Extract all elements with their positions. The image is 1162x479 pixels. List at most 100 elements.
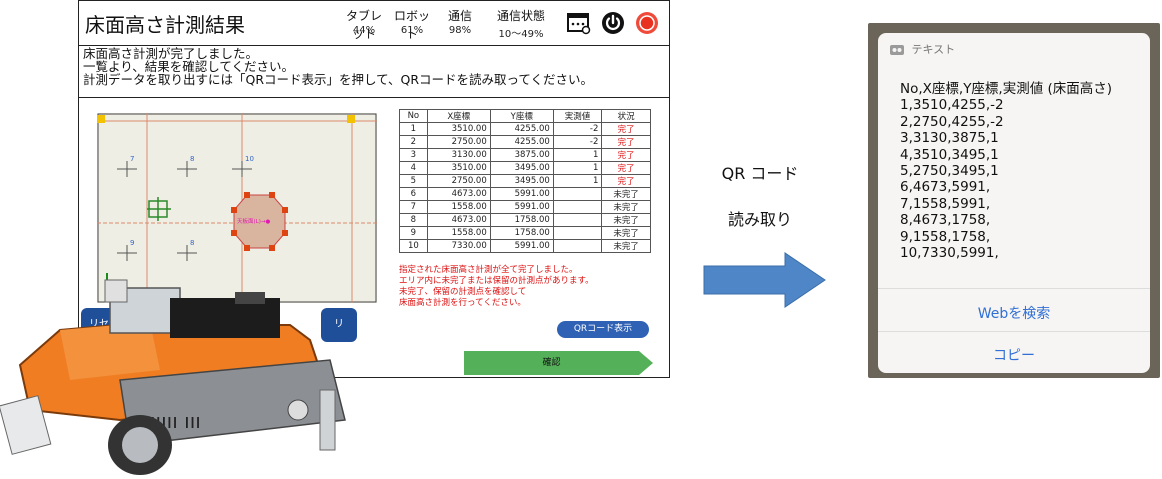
y-coordinate-cell: 5991.00: [489, 200, 554, 214]
popup-header: テキスト: [890, 41, 955, 57]
map-marker-label: 8: [190, 155, 195, 163]
message-line: 床面高さ計測が完了しました。: [83, 46, 259, 61]
measured-value-cell: [552, 213, 603, 227]
scanned-text-line: 8,4673,1758,: [900, 212, 991, 229]
row-number-cell: 10: [399, 239, 428, 253]
row-number-cell: 6: [399, 187, 428, 201]
measured-value-cell: [552, 239, 603, 253]
right-arrow-icon: [703, 252, 826, 308]
x-coordinate-cell: 2750.00: [426, 135, 491, 149]
text-icon: [890, 44, 904, 56]
y-coordinate-cell: 5991.00: [489, 187, 554, 201]
floor-plan-drawing: [97, 113, 377, 303]
status-cell: 未完了: [601, 187, 651, 201]
title-bar: 床面高さ計測結果 タブレット 44% ロボット 61% 通信 98% 通信状態 …: [79, 1, 669, 46]
measured-value-cell: -2: [552, 122, 603, 136]
map-marker-label: 7: [130, 155, 135, 163]
robot-battery-indicator: ロボット 61%: [389, 7, 435, 41]
y-coordinate-cell: 1758.00: [489, 226, 554, 240]
table-header-row: No X座標 Y座標 実測値 状況: [399, 109, 651, 123]
notice-line: 未完了、保留の計測点を確認して: [399, 287, 527, 297]
scanned-text-line: 1,3510,4255,-2: [900, 97, 1004, 114]
status-cell: 完了: [601, 135, 651, 149]
x-coordinate-cell: 1558.00: [426, 226, 491, 240]
map-marker-label: 8: [190, 239, 195, 247]
status-message: 床面高さ計測が完了しました。 一覧より、結果を確認してください。 計測データを取…: [83, 47, 663, 86]
power-icon[interactable]: [601, 11, 625, 35]
measured-value-cell: [552, 187, 603, 201]
x-coordinate-cell: 2750.00: [426, 174, 491, 188]
comm-value: 10〜49%: [498, 29, 544, 40]
scanned-text-line: 5,2750,3495,1: [900, 163, 999, 180]
scanned-text-line: 7,1558,5991,: [900, 195, 991, 212]
row-number-cell: 4: [399, 161, 428, 175]
y-coordinate-cell: 3495.00: [489, 161, 554, 175]
comm-icon: 通信状態: [496, 9, 545, 23]
signal-value: 98%: [448, 25, 472, 36]
measured-value-cell: 1: [552, 161, 603, 175]
scanned-text-line: 6,4673,5991,: [900, 179, 991, 196]
measured-value-cell: [552, 226, 603, 240]
scanned-text-line: 9,1558,1758,: [900, 228, 991, 245]
x-coordinate-cell: 3510.00: [426, 161, 491, 175]
notice-line: エリア内に未完了または保留の計測点があります。: [399, 276, 594, 286]
row-number-cell: 1: [399, 122, 428, 136]
y-coordinate-cell: 3875.00: [489, 148, 554, 162]
status-indicators: タブレット 44% ロボット 61% 通信 98% 通信状態 10〜49%: [341, 7, 551, 43]
page-title: 床面高さ計測結果: [85, 13, 245, 37]
popup-header-label: テキスト: [911, 43, 956, 56]
column-header: 状況: [601, 109, 651, 123]
copy-button[interactable]: コピー: [993, 348, 1035, 364]
side-button[interactable]: リ: [321, 308, 357, 342]
web-search-button[interactable]: Webを検索: [977, 306, 1051, 322]
notice-line: 床面高さ計測を行ってください。: [399, 298, 526, 308]
status-cell: 完了: [601, 174, 651, 188]
data-export-icon[interactable]: [566, 11, 591, 35]
signal-indicator: 通信 98%: [437, 7, 483, 36]
toolbar-icons: [562, 11, 659, 35]
status-cell: 完了: [601, 161, 651, 175]
status-cell: 未完了: [601, 239, 651, 253]
x-coordinate-cell: 3130.00: [426, 148, 491, 162]
row-number-cell: 9: [399, 226, 428, 240]
x-coordinate-cell: 4673.00: [426, 213, 491, 227]
measured-value-cell: 1: [552, 174, 603, 188]
scanned-text-line: 3,3130,3875,1: [900, 130, 999, 147]
divider: [878, 331, 1150, 332]
floor-plan-map[interactable]: 7 8 10 9 8 天板面(L)→●: [97, 113, 377, 303]
text-popup: テキスト No,X座標,Y座標,実測値 (床面高さ)1,3510,4255,-2…: [878, 33, 1150, 373]
phone-screenshot: テキスト No,X座標,Y座標,実測値 (床面高さ)1,3510,4255,-2…: [868, 23, 1160, 378]
row-number-cell: 3: [399, 148, 428, 162]
y-coordinate-cell: 3495.00: [489, 174, 554, 188]
measured-value-cell: 1: [552, 148, 603, 162]
emergency-stop-icon[interactable]: [635, 11, 659, 35]
row-number-cell: 8: [399, 213, 428, 227]
qr-code-caption: QR コード: [721, 164, 799, 183]
measured-value-cell: [552, 200, 603, 214]
y-coordinate-cell: 5991.00: [489, 239, 554, 253]
confirm-button[interactable]: 確認: [464, 351, 639, 375]
status-cell: 未完了: [601, 213, 651, 227]
column-header: No: [399, 109, 428, 123]
column-header: 実測値: [552, 109, 603, 123]
x-coordinate-cell: 7330.00: [426, 239, 491, 253]
show-qr-code-button[interactable]: QRコード表示: [557, 321, 649, 338]
status-cell: 未完了: [601, 200, 651, 214]
scanned-text-line: No,X座標,Y座標,実測値 (床面高さ): [900, 81, 1113, 97]
divider: [878, 288, 1150, 289]
robot-battery-value: 61%: [400, 25, 424, 36]
row-number-cell: 2: [399, 135, 428, 149]
measurement-app-screen: 床面高さ計測結果 タブレット 44% ロボット 61% 通信 98% 通信状態 …: [78, 0, 670, 378]
